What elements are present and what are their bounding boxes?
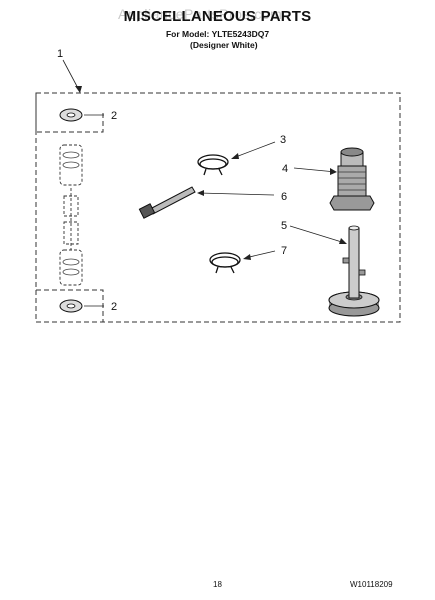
leader-7-arrow: [243, 254, 251, 260]
callout-4: 4: [282, 163, 288, 175]
leader-6-arrow: [197, 190, 204, 196]
bottom-washer-part: [59, 299, 83, 313]
leader-6: [198, 192, 275, 196]
leader-5-arrow: [339, 238, 347, 244]
callout-2-top: 2: [111, 110, 117, 122]
callout-2-bottom: 2: [111, 301, 117, 313]
callout-3: 3: [280, 134, 286, 146]
fitting-part-4: [329, 147, 375, 211]
leader-3-arrow: [231, 153, 239, 159]
top-washer-part: [59, 108, 83, 122]
callout-5: 5: [281, 220, 287, 232]
strap-part-6: [138, 186, 196, 219]
watermark: AppliancePartsPros.com: [118, 6, 283, 22]
page-title: MISCELLANEOUS PARTS: [123, 8, 312, 25]
callout-7: 7: [281, 245, 287, 257]
top-washer-box: [35, 93, 104, 133]
page-number: 18: [213, 580, 222, 589]
leader-1-arrow: [75, 86, 82, 93]
leader-5: [289, 225, 346, 244]
leader-4: [293, 167, 337, 173]
connector-assembly: [59, 144, 83, 286]
document-number: W10118209: [350, 580, 393, 589]
callout-1: 1: [57, 48, 63, 60]
leveling-leg-part-5: [328, 225, 380, 317]
bottom-washer-box: [35, 290, 103, 323]
model-line: For Model: YLTE5243DQ7: [165, 29, 270, 39]
variant-line: (Designer White): [190, 40, 258, 50]
clamp-part-7: [209, 252, 241, 274]
leader-3: [232, 141, 276, 159]
callout-6: 6: [281, 191, 287, 203]
clamp-part-3: [197, 154, 229, 176]
connector-detail: [62, 151, 80, 276]
leader-4-arrow: [330, 168, 337, 175]
